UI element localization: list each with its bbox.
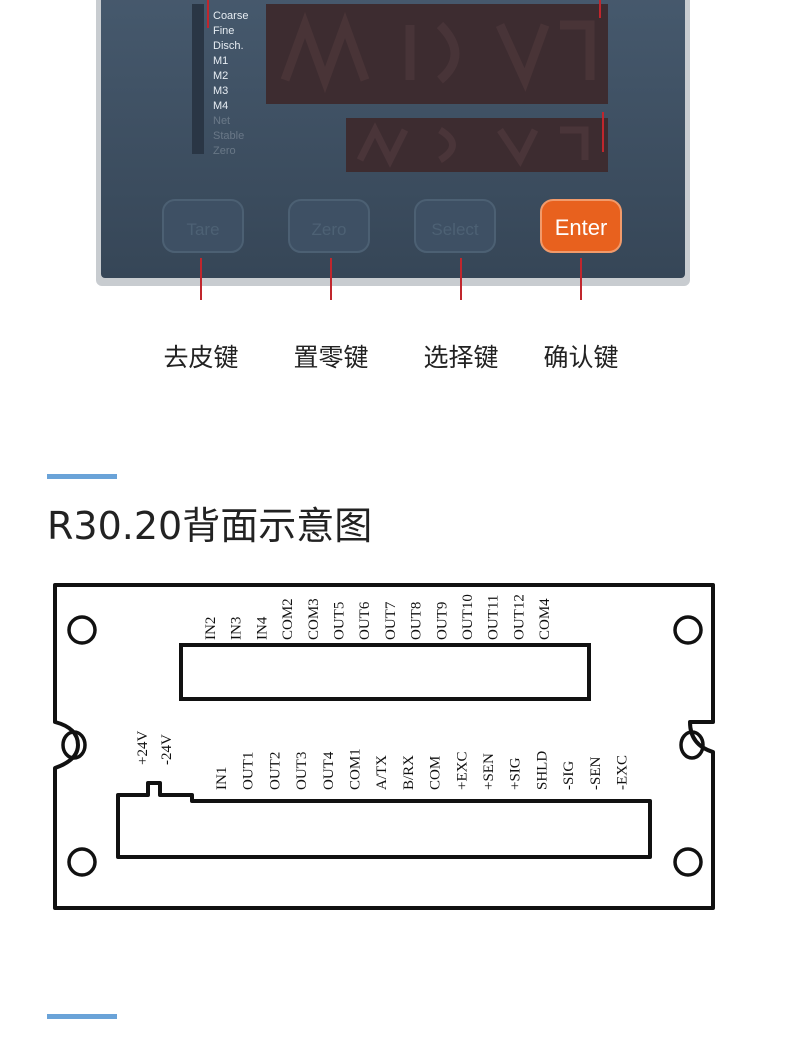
top-terminal-block <box>179 643 591 701</box>
terminal-label: OUT1 <box>241 752 257 790</box>
terminal-label: OUT9 <box>434 602 450 640</box>
terminal-label: +SIG <box>508 757 524 790</box>
terminal-label: COM4 <box>537 598 553 640</box>
indicator-label: M1 <box>213 55 228 67</box>
zero-key-caption: 置零键 <box>293 343 369 372</box>
terminal-label: +24V <box>135 731 151 765</box>
mounting-hole <box>67 847 97 877</box>
terminal-label: OUT4 <box>321 751 337 790</box>
tare-key[interactable]: Tare <box>162 199 244 253</box>
select-key[interactable]: Select <box>414 199 496 253</box>
terminal-label: OUT12 <box>511 594 527 640</box>
mounting-hole <box>673 615 703 645</box>
terminal-label: IN2 <box>203 617 219 640</box>
terminal-label: -SEN <box>588 757 604 791</box>
indicator-label: M4 <box>213 100 228 112</box>
terminal-label: +EXC <box>454 752 470 790</box>
terminal-label: COM2 <box>280 598 296 640</box>
mounting-slot <box>679 730 705 760</box>
indicator-label: Stable <box>213 130 244 142</box>
terminal-label: OUT6 <box>357 601 373 640</box>
footer-accent-bar <box>47 1014 117 1019</box>
terminal-label: B/RX <box>401 755 417 790</box>
key-label: Enter <box>555 215 608 240</box>
terminal-label: COM3 <box>306 598 322 640</box>
indicator-label: M2 <box>213 70 228 82</box>
terminal-label: SHLD <box>534 751 550 790</box>
indicator-led-strip <box>192 4 204 154</box>
mounting-slot <box>61 730 87 760</box>
indicator-label: Fine <box>213 25 234 37</box>
terminal-label: OUT8 <box>409 602 425 640</box>
enter-key-caption: 确认键 <box>543 343 619 372</box>
indicator-label: Zero <box>213 145 236 157</box>
zero-key[interactable]: Zero <box>288 199 370 253</box>
terminal-label: IN3 <box>229 617 245 640</box>
terminal-label: IN1 <box>214 767 230 790</box>
indicator-label: M3 <box>213 85 228 97</box>
terminal-label: -24V <box>159 734 175 765</box>
terminal-label: IN4 <box>254 616 270 640</box>
key-label: Select <box>431 220 479 239</box>
terminal-label: COM1 <box>348 748 364 790</box>
terminal-label: OUT3 <box>294 752 310 790</box>
enter-key[interactable]: Enter <box>540 199 622 253</box>
terminal-label: COM <box>428 756 444 790</box>
terminal-label: -EXC <box>615 755 631 790</box>
section-title: R30.20背面示意图 <box>47 504 373 548</box>
terminal-label: OUT5 <box>332 602 348 640</box>
indicator-label: Net <box>213 115 230 127</box>
terminal-label: OUT7 <box>383 601 399 640</box>
bottom-terminal-block <box>116 781 652 859</box>
mounting-hole <box>673 847 703 877</box>
terminal-label: -SIG <box>561 761 577 790</box>
terminal-label: +SEN <box>481 753 497 790</box>
section-accent-bar <box>47 474 117 479</box>
terminal-label: OUT2 <box>267 752 283 790</box>
terminal-label: A/TX <box>374 755 390 790</box>
tare-key-caption: 去皮键 <box>163 343 239 372</box>
select-key-caption: 选择键 <box>423 343 499 372</box>
key-label: Zero <box>312 220 347 239</box>
indicator-label: Disch. <box>213 40 244 52</box>
terminal-label: OUT11 <box>486 595 502 640</box>
key-label: Tare <box>186 220 219 239</box>
terminal-label: OUT10 <box>460 594 476 640</box>
indicator-label: Coarse <box>213 10 248 22</box>
mounting-hole <box>67 615 97 645</box>
